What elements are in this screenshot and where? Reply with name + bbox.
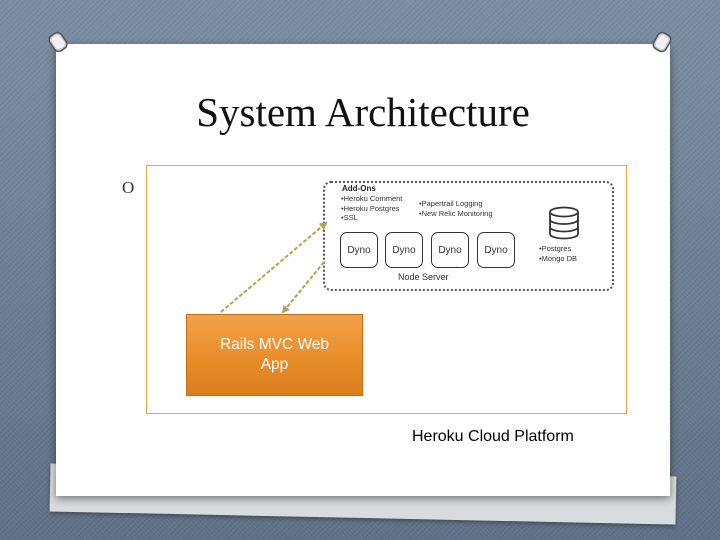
bullet-marker: O <box>122 178 135 197</box>
platform-label: Heroku Cloud Platform <box>412 428 574 445</box>
addons-list-secondary: •Papertrail Logging •New Relic Monitorin… <box>419 199 492 218</box>
dyno-box: Dyno <box>431 232 469 268</box>
addon-item: •Heroku Comment <box>341 194 403 203</box>
dyno-box: Dyno <box>385 232 423 268</box>
database-icon <box>549 206 579 240</box>
addon-item: •Heroku Postgres <box>341 203 400 213</box>
thumbtack-icon <box>48 31 68 53</box>
database-item: •Postgres <box>539 244 572 253</box>
addons-title: Add-Ons <box>342 184 376 193</box>
node-server-label: Node Server <box>398 272 449 282</box>
addon-item: •SSL <box>341 213 358 222</box>
dyno-box: Dyno <box>340 232 378 268</box>
web-app-label: Rails MVC Web App <box>219 336 330 373</box>
slide-canvas <box>56 44 670 496</box>
addon-item: •Papertrail Logging <box>419 199 483 208</box>
addons-list-primary: •Heroku Comment •Heroku Postgres •SSL <box>341 194 402 223</box>
thumbtack-icon <box>652 31 672 53</box>
web-app-box: Rails MVC Web App <box>186 314 363 396</box>
database-list: •Postgres •Mongo DB <box>539 244 577 263</box>
database-item: •Mongo DB <box>539 253 578 263</box>
dyno-box: Dyno <box>477 232 515 268</box>
addon-item: •New Relic Monitoring <box>419 208 493 218</box>
slide-title: System Architecture <box>196 89 530 135</box>
diagram-frame <box>146 165 627 414</box>
